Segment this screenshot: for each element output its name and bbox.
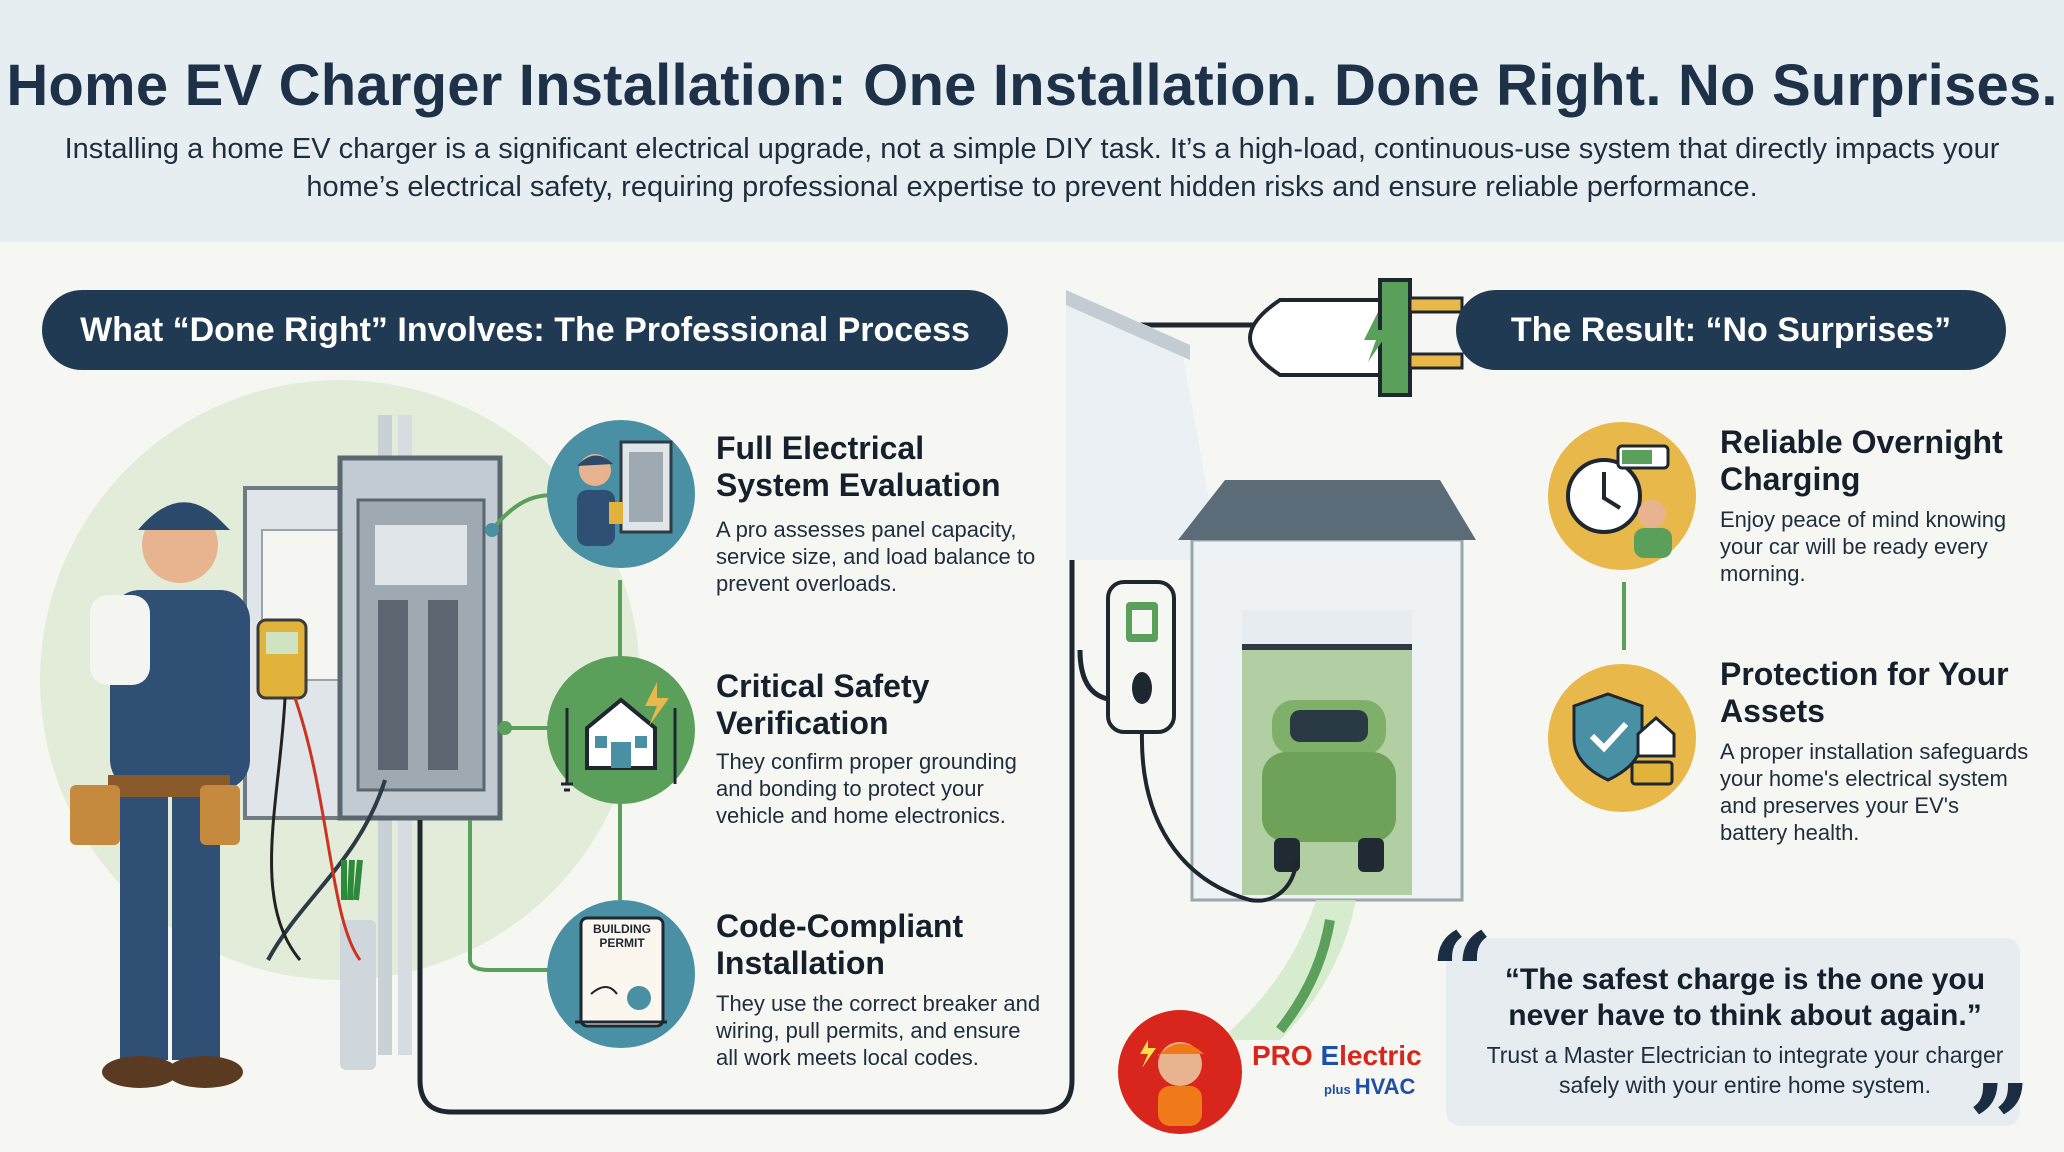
electrician-panel-icon [547, 420, 695, 568]
electrical-panel-icon [243, 455, 503, 961]
step-description: A pro assesses panel capacity, service s… [716, 517, 1036, 596]
brand-mascot-icon [1118, 1010, 1242, 1134]
garage-house-illustration [1066, 290, 1476, 1040]
open-quote-mark: “ [1430, 908, 1494, 1037]
page-subtitle: Installing a home EV charger is a signif… [64, 133, 2000, 203]
permit-label: BUILDING PERMIT [593, 922, 651, 950]
process-heading: What “Done Right” Involves: The Professi… [42, 290, 1008, 370]
brand-hvac: HVAC [1354, 1074, 1416, 1099]
electrician-figure [70, 502, 362, 1088]
shield-house-icon [1548, 664, 1696, 812]
close-quote-mark: ” [1968, 1060, 2032, 1152]
step-description: They confirm proper grounding and bondin… [716, 749, 1017, 828]
step-title: Code-Compliant Installation [716, 908, 964, 981]
clock-battery-icon [1548, 422, 1696, 570]
brand-logo: PRO Electric [1252, 1040, 1422, 1072]
building-permit-icon: BUILDING PERMIT [547, 900, 695, 1048]
step-title: Full Electrical System Evaluation [716, 430, 1001, 503]
quote-box [1446, 938, 2020, 1126]
quote-subtext: Trust a Master Electrician to integrate … [1486, 1042, 2004, 1098]
result-heading: The Result: “No Surprises” [1456, 290, 2006, 370]
header-banner: Home EV Charger Installation: One Instal… [0, 0, 2064, 242]
brand-lectric: lectric [1339, 1040, 1422, 1071]
brand-plus: plus [1324, 1082, 1351, 1097]
conduit-lower [340, 920, 376, 1070]
brand-pro: PRO [1252, 1040, 1313, 1071]
result-title: Reliable Overnight Charging [1720, 424, 2003, 497]
wall-charger-icon [1106, 580, 1298, 903]
house-grounding-icon [547, 656, 695, 804]
result-title: Protection for Your Assets [1720, 656, 2009, 729]
page-title: Home EV Charger Installation: One Instal… [6, 53, 2058, 118]
step-title: Critical Safety Verification [716, 668, 930, 741]
brand-e: E [1320, 1040, 1340, 1071]
result-description: A proper installation safeguards your ho… [1720, 739, 2029, 845]
result-description: Enjoy peace of mind knowing your car wil… [1720, 507, 2007, 586]
quote-text: “The safest charge is the one you never … [1504, 963, 1986, 1032]
step-description: They use the correct breaker and wiring,… [716, 991, 1041, 1070]
plug-icon [1247, 278, 1464, 397]
